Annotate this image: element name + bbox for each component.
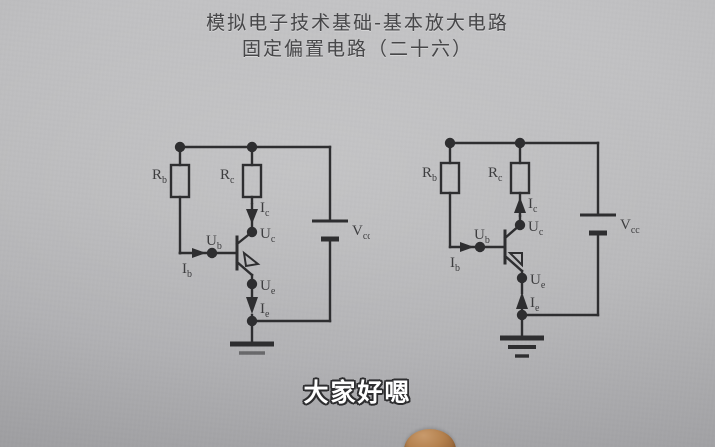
current-arrow-ie bbox=[246, 297, 258, 314]
ground-symbol bbox=[230, 341, 274, 355]
label-vcc: Vcc bbox=[620, 217, 640, 236]
current-arrow-ib bbox=[460, 242, 474, 252]
node-ub bbox=[474, 241, 486, 253]
node-uc bbox=[246, 226, 258, 238]
ground-symbol bbox=[500, 335, 544, 358]
current-arrow-ib bbox=[192, 248, 206, 258]
label-ie: Ie bbox=[260, 301, 270, 320]
title-line-2: 固定偏置电路（二十六） bbox=[241, 38, 473, 60]
label-ic: Ic bbox=[260, 200, 270, 219]
label-uc: Uc bbox=[528, 219, 544, 238]
battery-vcc bbox=[580, 213, 616, 236]
transistor-emitter-arrow-npn bbox=[242, 250, 261, 268]
label-rb: Rb bbox=[422, 165, 437, 184]
node-ue bbox=[516, 272, 528, 284]
label-ue: Ue bbox=[260, 278, 276, 297]
label-rc: Rc bbox=[488, 165, 503, 184]
label-ue: Ue bbox=[530, 272, 546, 291]
title-line-1: 模拟电子技术基础-基本放大电路 bbox=[206, 12, 509, 34]
transistor-emitter-arrow-pnp bbox=[507, 252, 523, 268]
node-ue bbox=[246, 278, 258, 290]
node-uc bbox=[514, 219, 526, 231]
node-rc-top bbox=[514, 137, 526, 149]
resistor-rc-body bbox=[241, 163, 263, 199]
resistor-rc-body bbox=[509, 161, 531, 195]
label-rc: Rc bbox=[220, 167, 235, 186]
thumb-on-screen-edge bbox=[404, 429, 456, 447]
current-arrow-ie bbox=[516, 292, 528, 309]
current-arrow-ic bbox=[514, 197, 526, 217]
node-rb-top bbox=[444, 137, 456, 149]
label-ub: Ub bbox=[206, 233, 222, 252]
video-subtitle: 大家好嗯 bbox=[303, 378, 412, 407]
node-ub bbox=[206, 247, 218, 259]
label-ib: Ib bbox=[182, 261, 192, 280]
circuit-diagram-pnp: Rb Rc Ic Uc Ue Ie Ub Ib Vcc bbox=[422, 137, 640, 358]
transistor-emitter-leg bbox=[503, 254, 524, 273]
resistor-rb-body bbox=[439, 161, 461, 195]
node-rb-top bbox=[174, 141, 186, 153]
node-ground bbox=[516, 309, 528, 321]
current-arrow-ic bbox=[246, 203, 258, 224]
label-ie: Ie bbox=[530, 295, 540, 314]
node-rc-top bbox=[246, 141, 258, 153]
resistor-rb-body bbox=[169, 163, 191, 199]
label-ib: Ib bbox=[450, 255, 460, 274]
label-ub: Ub bbox=[474, 227, 490, 246]
label-uc: Uc bbox=[260, 226, 276, 245]
label-ic: Ic bbox=[528, 196, 538, 215]
label-vcc: Vcc bbox=[352, 223, 370, 242]
transistor-emitter-leg bbox=[235, 260, 254, 277]
node-ground bbox=[246, 315, 258, 327]
page-title: 模拟电子技术基础-基本放大电路 固定偏置电路（二十六） bbox=[0, 10, 715, 62]
label-rb: Rb bbox=[152, 167, 167, 186]
battery-vcc bbox=[312, 219, 348, 242]
circuit-diagram-npn: Rb Rc Ic Uc Ue Ie Ub Ib Vcc bbox=[152, 141, 370, 355]
